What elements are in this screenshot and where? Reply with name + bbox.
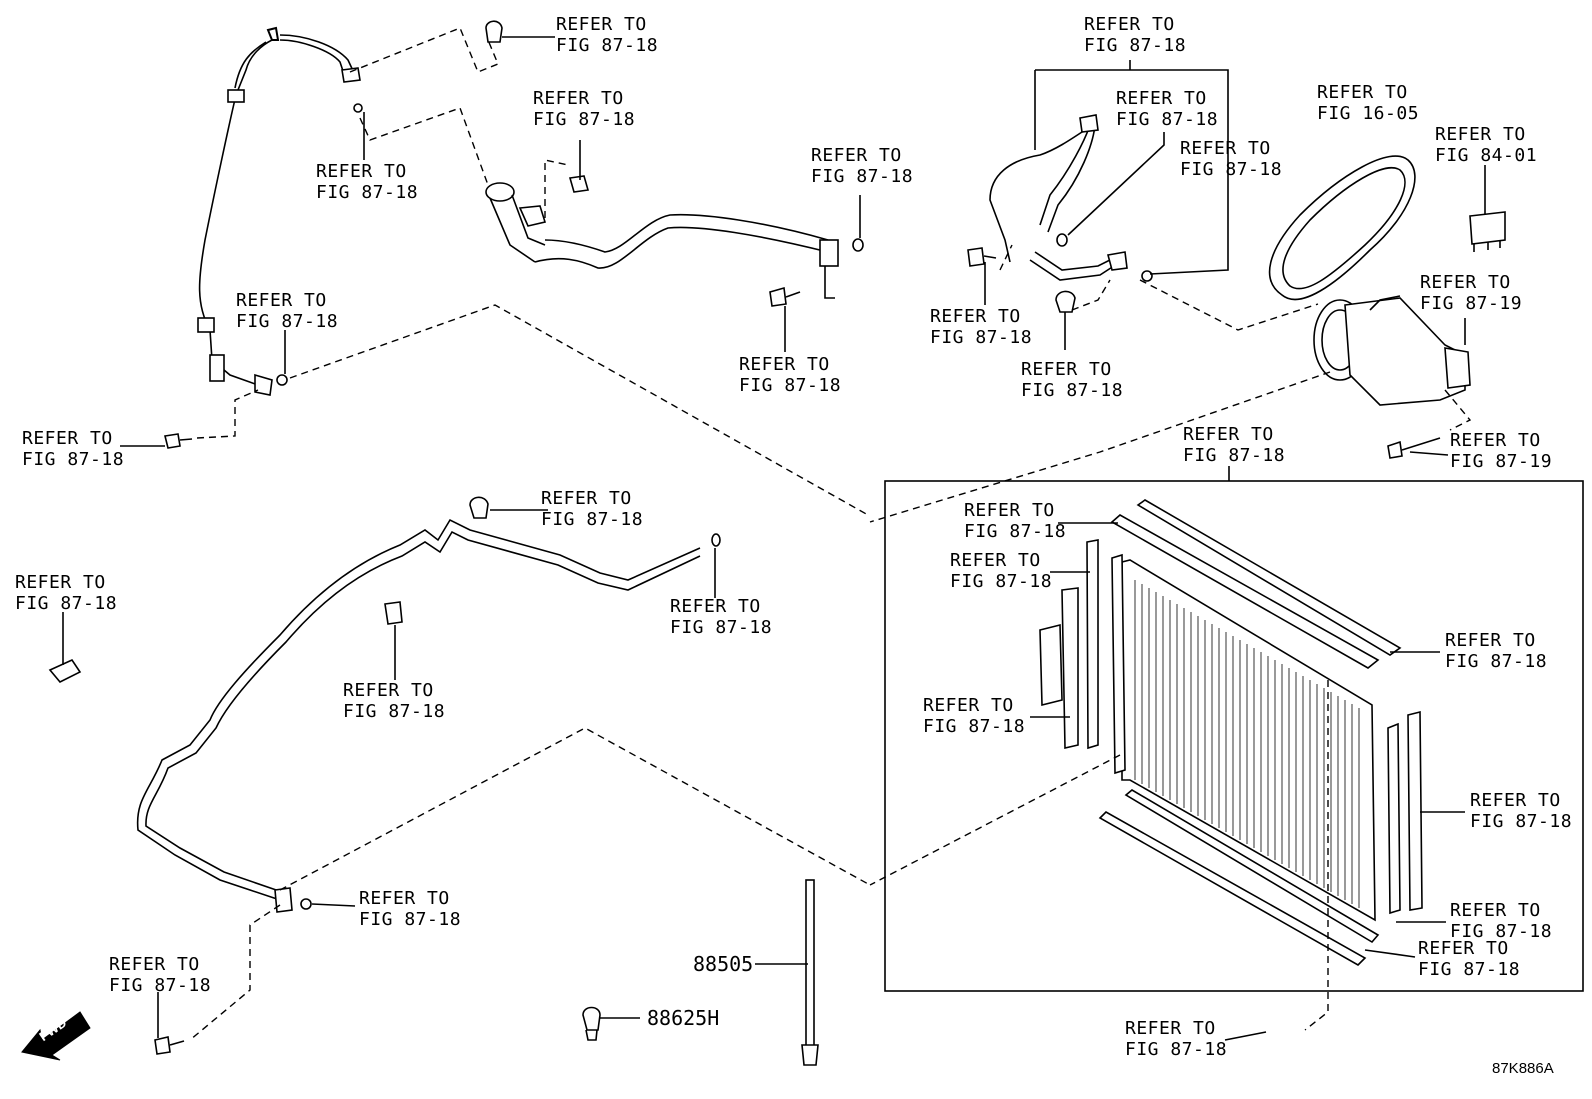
clip-icon bbox=[384, 601, 403, 625]
leader-lines bbox=[62, 36, 1486, 1041]
ac-compressor bbox=[1313, 295, 1471, 406]
clip-88625H bbox=[582, 1006, 601, 1041]
o-ring-icon bbox=[1141, 270, 1153, 282]
bolt-icon bbox=[154, 1036, 185, 1055]
diagram-code: 87K886A bbox=[1492, 1060, 1554, 1077]
clip-icon bbox=[48, 658, 82, 683]
o-ring-icon bbox=[852, 238, 864, 252]
liquid-tube bbox=[136, 496, 701, 913]
o-ring-icon bbox=[353, 103, 363, 113]
condenser bbox=[1039, 499, 1423, 966]
o-ring-icon bbox=[300, 898, 312, 910]
compressor-hoses bbox=[989, 114, 1128, 281]
o-ring-icon bbox=[1056, 233, 1068, 247]
fwd-arrow-icon bbox=[21, 1011, 91, 1061]
drive-belt bbox=[1268, 155, 1416, 301]
bolt-icon bbox=[967, 247, 997, 267]
valve-cap-icon bbox=[485, 20, 503, 43]
bracket-rod-88505 bbox=[801, 879, 819, 1066]
o-ring-icon bbox=[711, 533, 721, 547]
clip-icon bbox=[568, 175, 590, 193]
part-number-88625H: 88625H bbox=[647, 1006, 720, 1030]
bolt-icon bbox=[1387, 437, 1441, 459]
condenser-assembly-frame bbox=[884, 480, 1584, 992]
relay-icon bbox=[1469, 211, 1506, 252]
bolt-icon bbox=[769, 286, 801, 307]
o-ring-icon bbox=[276, 374, 288, 386]
valve-cap-icon bbox=[1055, 290, 1076, 313]
bolt-icon bbox=[164, 433, 193, 449]
discharge-hose bbox=[485, 182, 839, 299]
suction-hose-upper bbox=[197, 26, 361, 396]
part-number-88505: 88505 bbox=[693, 952, 754, 976]
